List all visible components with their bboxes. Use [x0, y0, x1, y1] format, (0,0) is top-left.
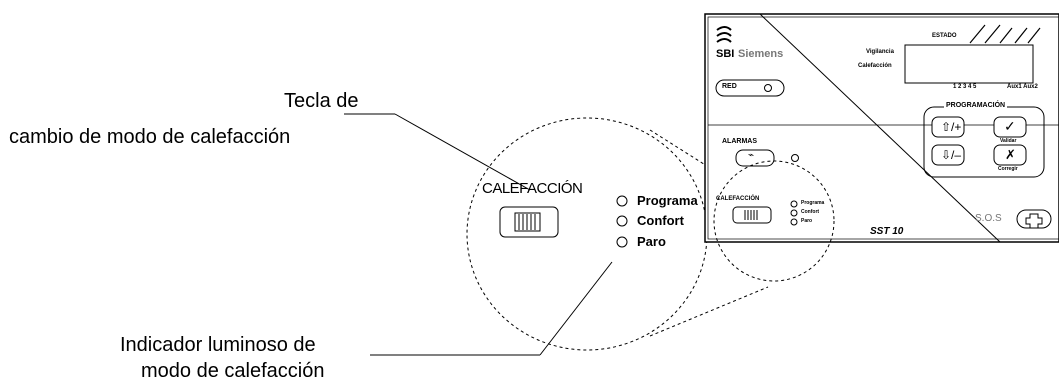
- panel-calefaccion-label: CALEFACCIÓN: [716, 196, 760, 202]
- panel-mode-confort: Confort: [801, 209, 820, 215]
- indicator-callout-line1: Indicador luminoso de: [120, 334, 316, 356]
- red-label: RED: [722, 83, 737, 90]
- red-indicator: [715, 79, 785, 97]
- led-confort: [616, 215, 628, 227]
- key-callout-line1: Tecla de: [284, 90, 359, 112]
- panel-heating-key[interactable]: [732, 206, 772, 224]
- zoom-title: CALEFACCIÓN: [482, 180, 583, 197]
- up-plus-button[interactable]: [931, 116, 965, 138]
- alarmas-label: ALARMAS: [722, 138, 757, 145]
- led-programa: [616, 195, 628, 207]
- programacion-label: PROGRAMACIÓN: [944, 102, 1008, 109]
- indicator-callout-leader: [539, 261, 613, 356]
- calefaccion-row-label: Calefacción: [858, 63, 892, 69]
- zoom-mode-programa: Programa: [637, 193, 698, 208]
- logo-icon: [716, 26, 732, 43]
- key-callout-leader: [394, 113, 531, 191]
- down-minus-button[interactable]: [931, 144, 965, 166]
- estado-label: ESTADO: [932, 33, 957, 39]
- bell-icon: ⌁: [748, 150, 755, 161]
- radiator-icon: [514, 212, 541, 232]
- corregir-label: Corregir: [998, 166, 1018, 172]
- correct-button[interactable]: [993, 144, 1027, 166]
- panel-zoom-circle: [713, 160, 835, 282]
- validate-button[interactable]: [993, 116, 1027, 138]
- down-arrow-icon: ⇩/–: [941, 148, 962, 162]
- brand-name: Siemens: [738, 48, 784, 60]
- status-display: [904, 44, 1034, 84]
- key-callout-line2: cambio de modo de calefacción: [9, 126, 291, 148]
- sos-button[interactable]: [1016, 209, 1052, 229]
- check-icon: ✓: [1004, 118, 1016, 134]
- zoom-connector-top: [649, 129, 746, 191]
- brand-logo: SBI: [716, 48, 735, 60]
- led-paro: [616, 236, 628, 248]
- zone-labels: [969, 24, 1041, 44]
- cross-icon: ✗: [1005, 147, 1016, 162]
- panel-mode-paro: Paro: [801, 218, 813, 224]
- zoom-mode-confort: Confort: [637, 213, 684, 228]
- aux-labels: Aux1 Aux2: [1007, 84, 1038, 90]
- zone-numbers: 1 2 3 4 5: [953, 84, 977, 90]
- sos-label: S.O.S: [975, 213, 1002, 224]
- panel-diagonal: [759, 13, 1001, 243]
- indicator-callout-line2: modo de calefacción: [141, 360, 325, 382]
- validar-label: Validar: [1000, 138, 1017, 144]
- up-arrow-icon: ⇧/+: [941, 120, 962, 134]
- zoom-connector-bottom: [649, 286, 769, 337]
- vigilancia-label: Vigilancia: [866, 49, 894, 55]
- panel-mode-programa: Programa: [801, 200, 825, 206]
- model-label: SST 10: [870, 226, 904, 237]
- zoom-mode-paro: Paro: [637, 234, 666, 249]
- alarm-button[interactable]: [735, 149, 775, 167]
